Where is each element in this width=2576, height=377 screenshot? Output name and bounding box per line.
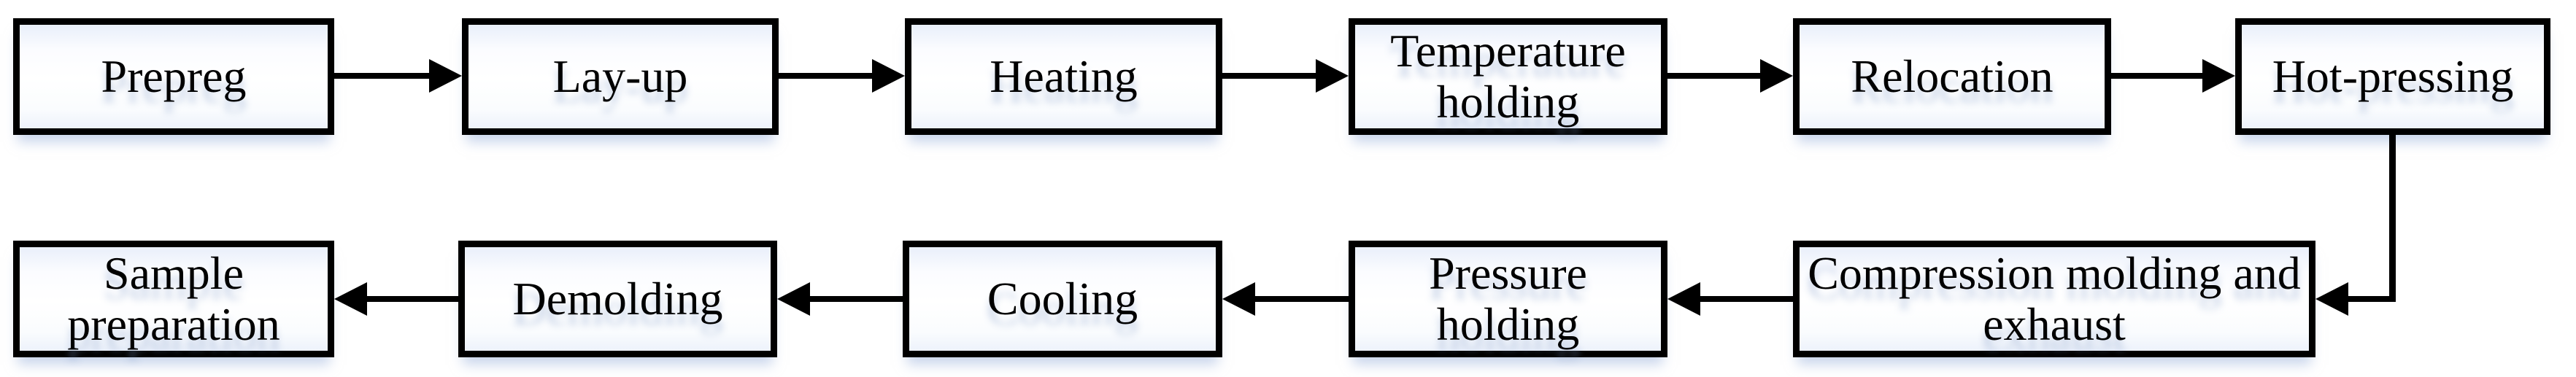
node-demolding: Demolding (458, 241, 777, 357)
node-label: Compression molding and exhaust (1808, 246, 2301, 350)
node-label: Pressure holding (1429, 246, 1587, 350)
arrow-hot-pressing-to-compression (2348, 296, 2396, 302)
node-label: Demolding (512, 272, 723, 324)
node-pressure-holding: Pressure holding (1349, 241, 1667, 357)
node-label: Cooling (987, 272, 1138, 324)
node-lay-up: Lay-up (462, 18, 779, 135)
node-cooling: Cooling (903, 241, 1222, 357)
arrow-temperature-holding-to-relocation (1667, 73, 1760, 79)
node-heating: Heating (905, 18, 1222, 135)
node-label: Heating (990, 50, 1138, 102)
node-label: Temperature holding (1390, 24, 1626, 128)
node-compression-molding-and-exhaust: Compression molding and exhaust (1793, 241, 2315, 357)
node-label: Prepreg (101, 50, 247, 102)
arrow-demolding-to-sample-preparation (367, 296, 458, 302)
arrow-compression-to-pressure-holding (1700, 296, 1793, 302)
node-temperature-holding: Temperature holding (1349, 18, 1667, 135)
node-prepreg: Prepreg (13, 18, 334, 135)
arrow-heating-to-temperature-holding (1222, 73, 1316, 79)
node-label: Sample preparation (67, 246, 280, 350)
node-label: Hot-pressing (2272, 50, 2514, 102)
arrow-pressure-holding-to-cooling (1255, 296, 1349, 302)
node-relocation: Relocation (1793, 18, 2111, 135)
node-sample-preparation: Sample preparation (13, 241, 334, 357)
arrow-prepreg-to-layup (334, 73, 429, 79)
arrow-layup-to-heating (779, 73, 872, 79)
connector-hot-pressing-down-segment (2389, 135, 2396, 302)
node-label: Relocation (1851, 50, 2054, 102)
arrow-cooling-to-demolding (810, 296, 903, 302)
node-label: Lay-up (552, 50, 688, 102)
arrow-relocation-to-hot-pressing (2111, 73, 2202, 79)
node-hot-pressing: Hot-pressing (2235, 18, 2550, 135)
